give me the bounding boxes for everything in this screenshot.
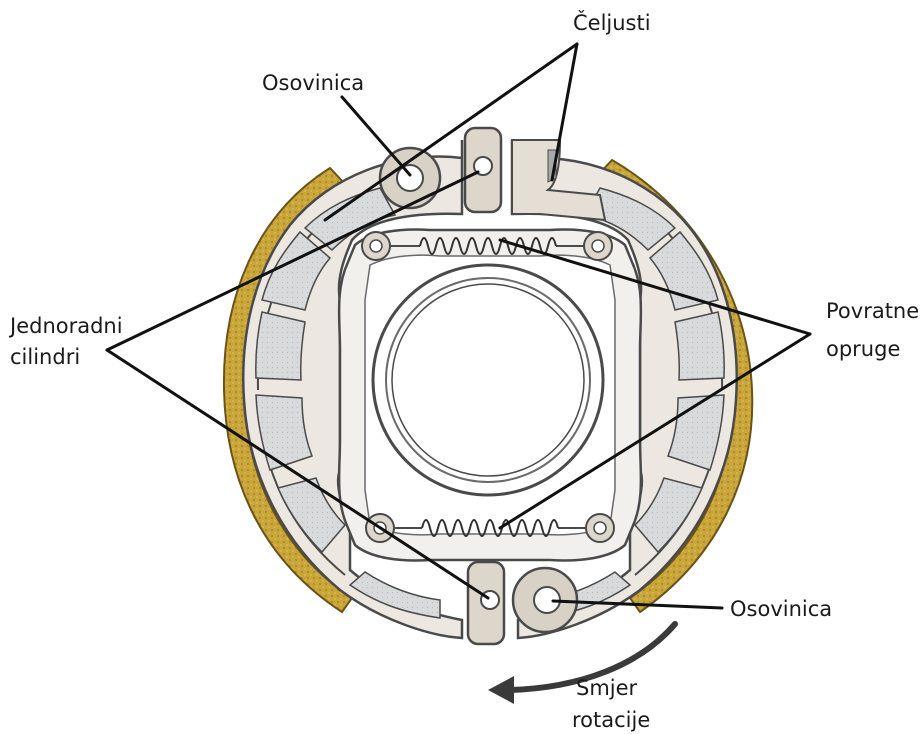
leader-osovinica-top [342, 97, 410, 175]
bottom-wheel-cylinder [468, 562, 504, 644]
top-pivot-pin [380, 148, 440, 208]
label-jednoradni-line2: cilindri [10, 345, 80, 369]
label-smjer-line2: rotacije [572, 708, 650, 732]
top-wheel-cylinder [465, 128, 501, 212]
central-hub [373, 265, 603, 495]
label-osovinica-top: Osovinica [262, 71, 364, 95]
label-povratne-line1: Povratne [826, 299, 919, 323]
label-smjer-line1: Smjer [576, 676, 638, 700]
label-celjusti: Čeljusti [573, 10, 651, 35]
label-povratne-line2: opruge [826, 337, 900, 361]
label-osovinica-bottom: Osovinica [730, 597, 832, 621]
bottom-pivot-pin [513, 568, 577, 632]
label-jednoradni-line1: Jednoradni [8, 314, 123, 338]
